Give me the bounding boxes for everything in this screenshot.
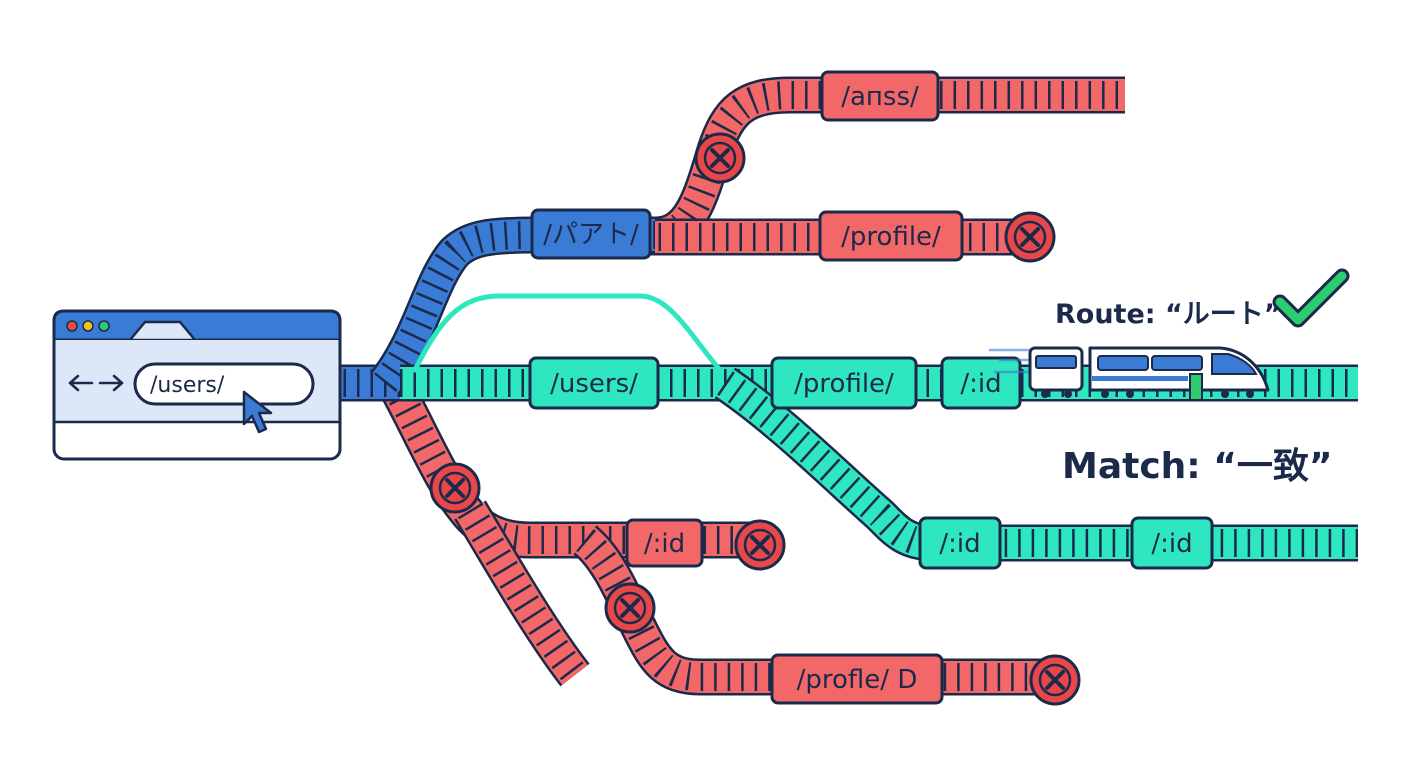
window-dot-red	[66, 320, 78, 332]
train-windshield	[1211, 353, 1258, 375]
x-circle-ring	[613, 591, 647, 625]
label-match-id-1-text: /:id	[939, 529, 980, 559]
label-box	[818, 210, 964, 262]
label-box	[918, 516, 1002, 570]
label-box	[530, 208, 652, 260]
train-wheels	[1041, 390, 1254, 398]
arrow-right-icon[interactable]	[98, 374, 124, 392]
label-lower-profile: /profle/ D	[770, 653, 944, 705]
x-circle-icon	[734, 519, 786, 571]
label-main-users-text: /users/	[550, 369, 638, 399]
label-box	[528, 356, 660, 410]
route-annotation: Route: “ルート”	[1055, 268, 1350, 330]
x-stroke	[620, 598, 640, 618]
url-text: /users/	[150, 373, 225, 398]
segment-labels: /aпss/ /パアト/ /profile/ /users/ /profile/…	[528, 70, 1214, 705]
label-box	[625, 518, 704, 568]
window-dot-yellow	[82, 320, 94, 332]
label-box	[820, 70, 940, 122]
track-ties	[373, 221, 655, 392]
label-box	[770, 356, 918, 410]
train-speed-lines	[988, 348, 1032, 374]
x-circle-icon	[429, 462, 481, 514]
x-circle-icon	[604, 582, 656, 634]
label-match-id-2-text: /:id	[1151, 529, 1192, 559]
label-box	[1130, 516, 1214, 570]
browser-titlebar	[52, 309, 342, 342]
label-upper-profile-text: /profile/	[841, 222, 941, 252]
label-main-profile: /profile/	[770, 356, 918, 410]
x-circle-ring	[703, 141, 737, 175]
train-window-front-1	[1097, 355, 1149, 371]
arrow-left-icon[interactable]	[68, 374, 94, 392]
x-stroke	[750, 535, 770, 555]
x-circle-icon	[1029, 654, 1081, 706]
track-bed	[456, 501, 588, 685]
label-upper-top: /aпss/	[820, 70, 940, 122]
label-main-users: /users/	[528, 356, 660, 410]
label-main-profile-text: /profile/	[794, 369, 894, 399]
train-window-rear	[1035, 355, 1077, 369]
x-circle-icon	[694, 132, 746, 184]
checkmark-icon-fill	[1275, 271, 1347, 325]
train-stripe	[1092, 376, 1188, 381]
label-match-id-1: /:id	[918, 516, 1002, 570]
x-stroke	[1045, 670, 1065, 690]
x-circle-ring	[1038, 663, 1072, 697]
x-circle-ring	[743, 528, 777, 562]
label-main-id-text: /:id	[960, 369, 1001, 399]
browser-window: /users/	[52, 309, 342, 461]
label-upper-top-text: /aпss/	[841, 82, 919, 112]
route-label: Route: “ルート”	[1055, 299, 1281, 330]
x-circle-ring	[1013, 220, 1047, 254]
label-box	[940, 356, 1022, 410]
label-lower-id-text: /:id	[644, 529, 685, 559]
x-stroke	[445, 478, 465, 498]
x-circle-ring	[438, 471, 472, 505]
label-box	[770, 653, 944, 705]
window-dot-green	[98, 320, 110, 332]
train-icon	[988, 346, 1270, 401]
match-tracks	[400, 293, 1358, 562]
match-highlight-line	[412, 293, 723, 373]
x-circle-icon	[1004, 211, 1056, 263]
x-stroke	[1020, 227, 1040, 247]
track-ties	[717, 371, 1358, 557]
label-match-id-2: /:id	[1130, 516, 1214, 570]
label-upper-mid: /パアト/	[530, 208, 652, 260]
reject-markers	[429, 132, 1081, 706]
track-ties	[382, 378, 750, 554]
url-bar[interactable]	[133, 362, 315, 406]
label-lower-profile-text: /profle/ D	[797, 665, 918, 695]
x-stroke	[710, 148, 730, 168]
label-upper-profile: /profile/	[818, 210, 964, 262]
train-door	[1189, 373, 1203, 401]
label-upper-mid-text: /パアト/	[543, 220, 639, 250]
label-lower-id: /:id	[625, 518, 704, 568]
mouse-pointer-icon	[242, 390, 273, 434]
match-label: Match: “一致”	[1062, 446, 1333, 487]
label-main-id: /:id	[940, 356, 1022, 410]
train-window-front-2	[1151, 355, 1203, 371]
